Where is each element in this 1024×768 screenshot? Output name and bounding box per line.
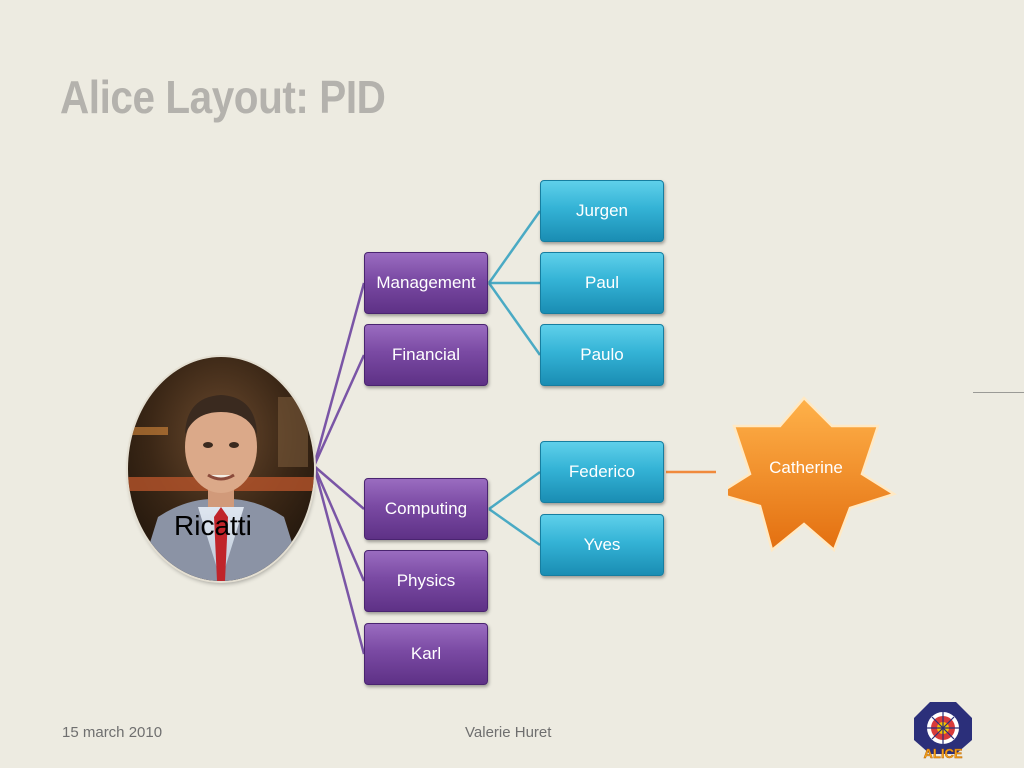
node-label: Computing — [384, 499, 468, 518]
node-financial: Financial — [364, 324, 488, 386]
root-node-label: Ricatti — [174, 510, 252, 541]
node-label: Physics — [396, 571, 456, 590]
connector-ricatti-computing — [313, 465, 365, 510]
node-jurgen: Jurgen — [540, 180, 664, 242]
connector-ricatti-management — [312, 282, 366, 467]
connector-management-paulo — [487, 282, 542, 356]
connector-computing-yves — [488, 507, 541, 547]
ricatti-photo — [128, 357, 314, 581]
connector-ricatti-karl — [312, 465, 366, 655]
logo-text: ALICE — [924, 746, 963, 760]
footer-date: 15 march 2010 — [62, 724, 163, 741]
node-label: Yves — [583, 535, 621, 554]
node-label: Paulo — [580, 345, 624, 364]
slide-title: Alice Layout: PID — [60, 71, 386, 123]
alice-logo-icon: ALICE — [914, 702, 972, 760]
connector-management-jurgen — [487, 210, 542, 284]
node-label: Financial — [391, 345, 461, 364]
connector-computing-federico — [488, 470, 541, 511]
connector-ricatti-financial — [312, 354, 366, 467]
node-karl: Karl — [364, 623, 488, 685]
node-management: Management — [364, 252, 488, 314]
catherine-star-shape — [728, 396, 897, 552]
node-label: Paul — [584, 273, 620, 292]
node-label: Jurgen — [576, 201, 628, 220]
edge-rule-line — [973, 392, 1024, 393]
footer-author: Valerie Huret — [465, 724, 552, 741]
node-computing: Computing — [364, 478, 488, 540]
node-federico: Federico — [540, 441, 664, 503]
node-label: Karl — [410, 644, 442, 663]
node-catherine: Catherine — [769, 458, 843, 477]
node-yves: Yves — [540, 514, 664, 576]
node-label: Federico — [568, 462, 636, 481]
node-label: Management — [376, 273, 476, 292]
node-paulo: Paulo — [540, 324, 664, 386]
node-paul: Paul — [540, 252, 664, 314]
connector-ricatti-physics — [312, 465, 366, 582]
node-physics: Physics — [364, 550, 488, 612]
